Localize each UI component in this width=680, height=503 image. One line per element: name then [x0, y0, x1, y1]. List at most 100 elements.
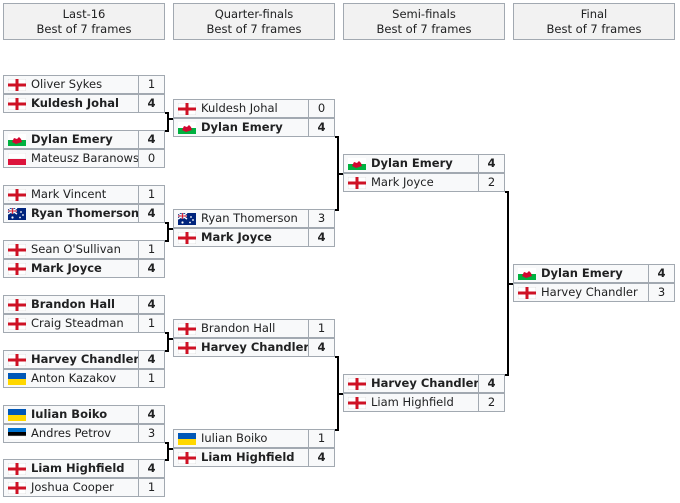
player-name: Dylan Emery: [31, 132, 113, 146]
bracket-connector: [167, 118, 173, 120]
player-slot: Sean O'Sullivan 1: [3, 240, 165, 259]
england-flag-icon: [177, 451, 197, 465]
australia-flag-icon: [177, 212, 196, 225]
round-name: Quarter-finals: [214, 7, 294, 21]
player-name: Mateusz Baranowski: [31, 151, 149, 165]
player-score: 4: [138, 296, 164, 313]
player-slot: Liam Highfield 4: [3, 459, 165, 478]
player-score: 0: [138, 150, 164, 167]
round-format: Best of 7 frames: [206, 22, 302, 36]
player-score: 4: [138, 351, 164, 368]
player-slot: Brandon Hall 1: [173, 319, 335, 338]
player-score: 1: [308, 320, 334, 337]
player-slot: Dylan Emery 4: [173, 118, 335, 137]
player-score: 1: [138, 241, 164, 258]
ukraine-flag-icon: [8, 373, 26, 385]
player-name: Liam Highfield: [371, 395, 454, 409]
player-name: Brandon Hall: [201, 321, 276, 335]
player-name: Anton Kazakov: [31, 371, 117, 385]
player-slot: Iulian Boiko 1: [173, 429, 335, 448]
england-flag-icon: [517, 286, 537, 300]
wales-flag-icon: [8, 134, 26, 146]
player-name: Dylan Emery: [201, 120, 283, 134]
england-flag-icon: [7, 262, 27, 276]
england-flag-icon: [7, 97, 27, 111]
player-score: 4: [138, 95, 164, 112]
england-flag-icon: [7, 298, 27, 312]
england-flag-icon: [7, 78, 27, 92]
bracket-connector: [167, 448, 173, 450]
player-score: 4: [478, 375, 504, 392]
player-name: Mark Joyce: [371, 175, 434, 189]
player-name: Mark Joyce: [31, 261, 102, 275]
player-name: Kuldesh Johal: [31, 96, 119, 110]
player-name: Liam Highfield: [31, 461, 125, 475]
player-score: 3: [138, 425, 164, 442]
bracket-connector: [167, 442, 169, 461]
player-score: 4: [308, 449, 334, 466]
player-slot: Kuldesh Johal 4: [3, 94, 165, 113]
player-name: Harvey Chandler: [371, 376, 480, 390]
player-slot: Liam Highfield 2: [343, 393, 505, 412]
player-score: 4: [308, 229, 334, 246]
player-slot: Andres Petrov 3: [3, 424, 165, 443]
player-score: 3: [308, 210, 334, 227]
player-name: Ryan Thomerson: [201, 211, 298, 225]
round-name: Final: [580, 7, 608, 21]
player-score: 0: [308, 100, 334, 117]
player-slot: Dylan Emery 4: [3, 130, 165, 149]
bracket-connector: [167, 332, 169, 352]
bracket-connector: [167, 112, 169, 132]
round-format: Best of 7 frames: [376, 22, 472, 36]
bracket-connector: [337, 393, 343, 395]
england-flag-icon: [347, 396, 367, 410]
england-flag-icon: [7, 188, 27, 202]
player-name: Kuldesh Johal: [201, 101, 278, 115]
player-score: 1: [138, 370, 164, 387]
player-score: 1: [138, 76, 164, 93]
bracket-connector: [507, 283, 513, 285]
england-flag-icon: [177, 341, 197, 355]
round-name: Semi-finals: [392, 7, 456, 21]
australia-flag-icon: [7, 207, 26, 220]
england-flag-icon: [7, 462, 27, 476]
wales-flag-icon: [518, 268, 536, 280]
england-flag-icon: [7, 481, 27, 495]
wales-flag-icon: [348, 158, 366, 170]
player-score: 4: [138, 131, 164, 148]
player-name: Oliver Sykes: [31, 77, 103, 91]
player-score: 1: [308, 430, 334, 447]
player-score: 4: [308, 119, 334, 136]
player-name: Ryan Thomerson: [31, 206, 140, 220]
player-name: Andres Petrov: [31, 426, 112, 440]
player-name: Iulian Boiko: [201, 431, 268, 445]
player-score: 4: [138, 460, 164, 477]
england-flag-icon: [7, 317, 27, 331]
player-score: 1: [138, 315, 164, 332]
player-name: Sean O'Sullivan: [31, 242, 121, 256]
player-score: 3: [648, 284, 674, 301]
ukraine-flag-icon: [8, 409, 26, 421]
player-score: 1: [138, 186, 164, 203]
england-flag-icon: [177, 231, 197, 245]
round-format: Best of 7 frames: [36, 22, 132, 36]
player-score: 2: [478, 394, 504, 411]
player-score: 4: [308, 339, 334, 356]
bracket-connector: [167, 228, 173, 230]
player-name: Craig Steadman: [31, 316, 124, 330]
england-flag-icon: [177, 102, 197, 116]
